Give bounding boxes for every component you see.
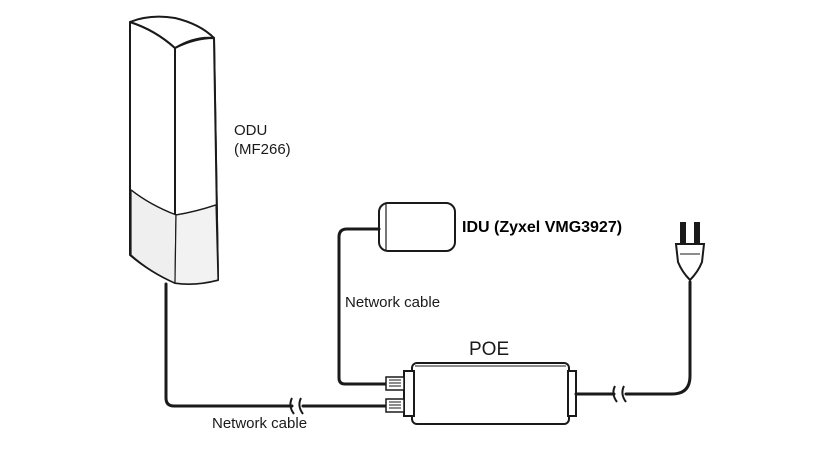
- poe-device: [403, 362, 577, 425]
- power-plug-icon: [674, 222, 706, 282]
- network-cable-idu: [337, 227, 388, 386]
- poe-label: POE: [469, 339, 510, 360]
- power-cable: [574, 280, 692, 396]
- cable-break-icon: [289, 397, 304, 415]
- cable-break-icon-2: [612, 385, 627, 403]
- idu-label: IDU (Zyxel VMG3927): [462, 219, 623, 236]
- odu-label-line2: (MF266): [234, 141, 291, 158]
- network-cable-odu: [164, 282, 388, 408]
- network-cable-label-lower: Network cable: [212, 415, 308, 432]
- odu-device: [129, 15, 219, 285]
- odu-label: ODU (MF266): [234, 121, 291, 159]
- network-cable-label-upper: Network cable: [345, 294, 441, 311]
- rj45-port-icon: [385, 376, 405, 413]
- idu-device: [378, 202, 456, 252]
- odu-label-line1: ODU: [234, 122, 268, 139]
